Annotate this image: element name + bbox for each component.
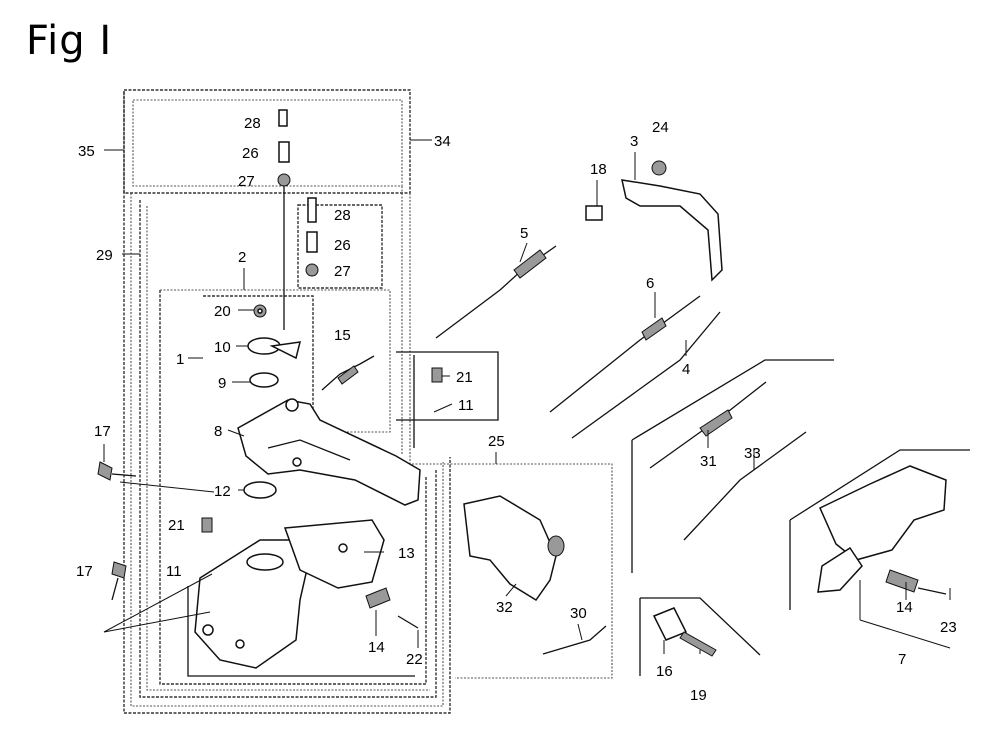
callout-8: 8 (214, 423, 222, 440)
callout-labels: 35 34 28 26 27 28 26 27 29 2 20 1 10 15 … (76, 115, 957, 704)
governor-arm-part (237, 398, 421, 506)
throttle-lever-part (585, 160, 723, 282)
callout-14: 14 (368, 639, 385, 656)
callout-14: 14 (896, 599, 913, 616)
bracket-25-part (463, 495, 565, 602)
figure-title: Fig I (26, 18, 113, 64)
callout-13: 13 (398, 545, 415, 562)
callout-9: 9 (218, 375, 226, 392)
callout-31: 31 (700, 453, 717, 470)
callout-19: 19 (690, 687, 707, 704)
callout-35: 35 (78, 143, 95, 160)
callout-32: 32 (496, 599, 513, 616)
springs (321, 245, 919, 655)
callout-1: 1 (176, 351, 184, 368)
callout-26: 26 (334, 237, 351, 254)
callout-7: 7 (898, 651, 906, 668)
control-base-plate (194, 519, 385, 669)
callout-5: 5 (520, 225, 528, 242)
washers-and-nuts (243, 304, 301, 499)
callout-28: 28 (244, 115, 261, 132)
callout-15: 15 (334, 327, 351, 344)
callout-20: 20 (214, 303, 231, 320)
callout-21: 21 (456, 369, 473, 386)
right-blocks (631, 359, 970, 676)
callout-4: 4 (682, 361, 690, 378)
callout-17: 17 (94, 423, 111, 440)
callout-27: 27 (238, 173, 255, 190)
callout-23: 23 (940, 619, 957, 636)
callout-11: 11 (458, 397, 474, 414)
callout-10: 10 (214, 339, 231, 356)
callout-16: 16 (656, 663, 673, 680)
callout-21: 21 (168, 517, 185, 534)
callout-25: 25 (488, 433, 505, 450)
callout-28: 28 (334, 207, 351, 224)
fastener-stack (277, 109, 319, 330)
callout-6: 6 (646, 275, 654, 292)
callout-22: 22 (406, 651, 423, 668)
callout-12: 12 (214, 483, 231, 500)
callout-17: 17 (76, 563, 93, 580)
callout-27: 27 (334, 263, 351, 280)
callout-2: 2 (238, 249, 246, 266)
bolts-17-21-22-23 (97, 367, 947, 629)
callout-33: 33 (744, 445, 761, 462)
callout-18: 18 (590, 161, 607, 178)
callout-3: 3 (630, 133, 638, 150)
callout-24: 24 (652, 119, 669, 136)
leader-lines (103, 139, 951, 654)
callout-30: 30 (570, 605, 587, 622)
bracket-7-part (817, 465, 947, 593)
pin-and-bolt-16-19 (652, 607, 717, 657)
assembly-frames (123, 89, 613, 714)
callout-11: 11 (166, 563, 182, 580)
callout-34: 34 (434, 133, 451, 150)
callout-26: 26 (242, 145, 259, 162)
callout-29: 29 (96, 247, 113, 264)
